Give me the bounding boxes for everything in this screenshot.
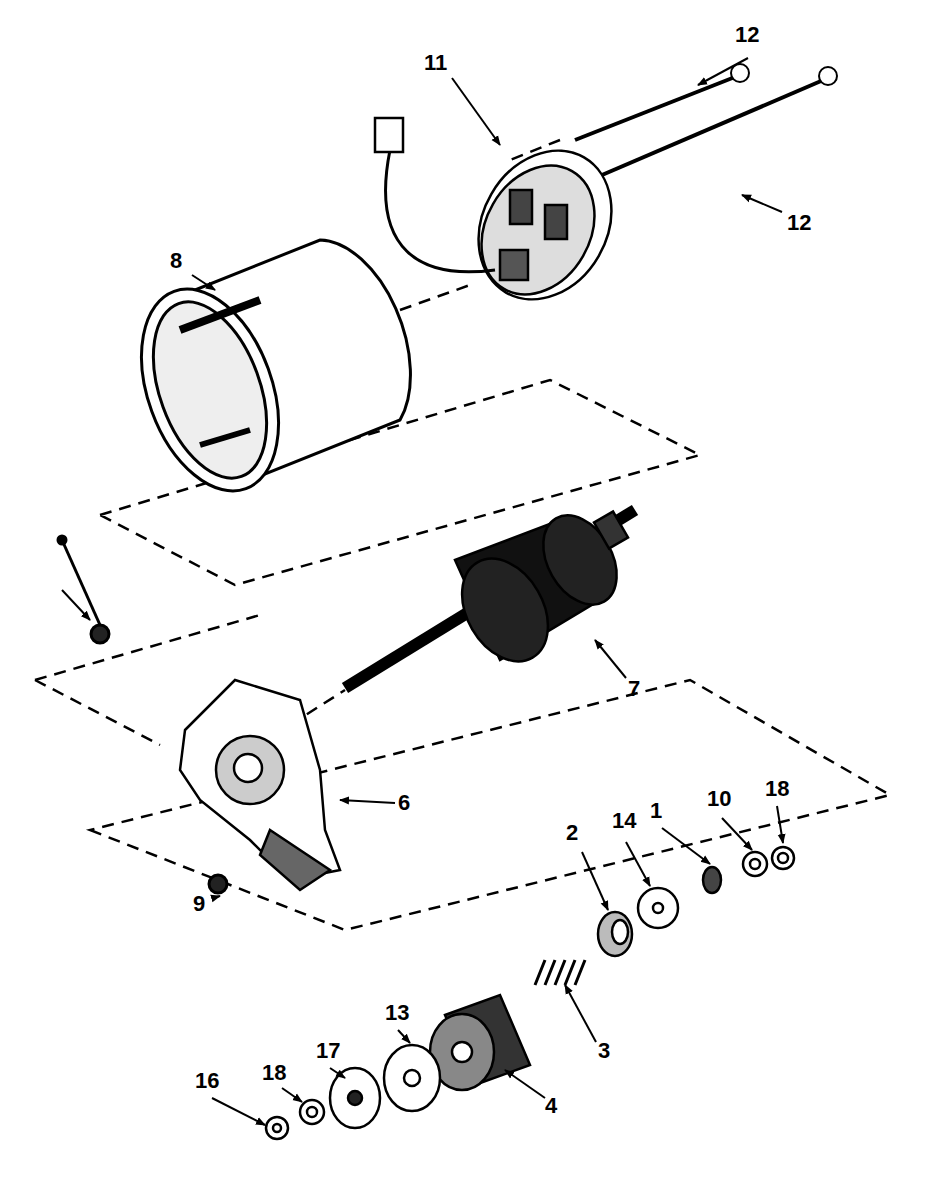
callout-number: 3 — [598, 1040, 610, 1062]
callout-number: 12 — [735, 24, 759, 46]
callout-number: 7 — [628, 678, 640, 700]
callout-number: 14 — [612, 810, 636, 832]
callout-number: 17 — [316, 1040, 340, 1062]
callout-number: 12 — [787, 212, 811, 234]
callout-number: 8 — [170, 250, 182, 272]
callout-number: 2 — [566, 822, 578, 844]
callout-number: 9 — [193, 893, 205, 915]
callout-number: 16 — [195, 1070, 219, 1092]
callout-number: 18 — [765, 778, 789, 800]
callout-number: 10 — [707, 788, 731, 810]
callout-number: 6 — [398, 792, 410, 814]
callout-number: 4 — [545, 1095, 557, 1117]
callout-number: 1 — [650, 800, 662, 822]
callout-number: 18 — [262, 1062, 286, 1084]
callout-number: 11 — [424, 52, 447, 74]
callout-number: 13 — [385, 1002, 409, 1024]
